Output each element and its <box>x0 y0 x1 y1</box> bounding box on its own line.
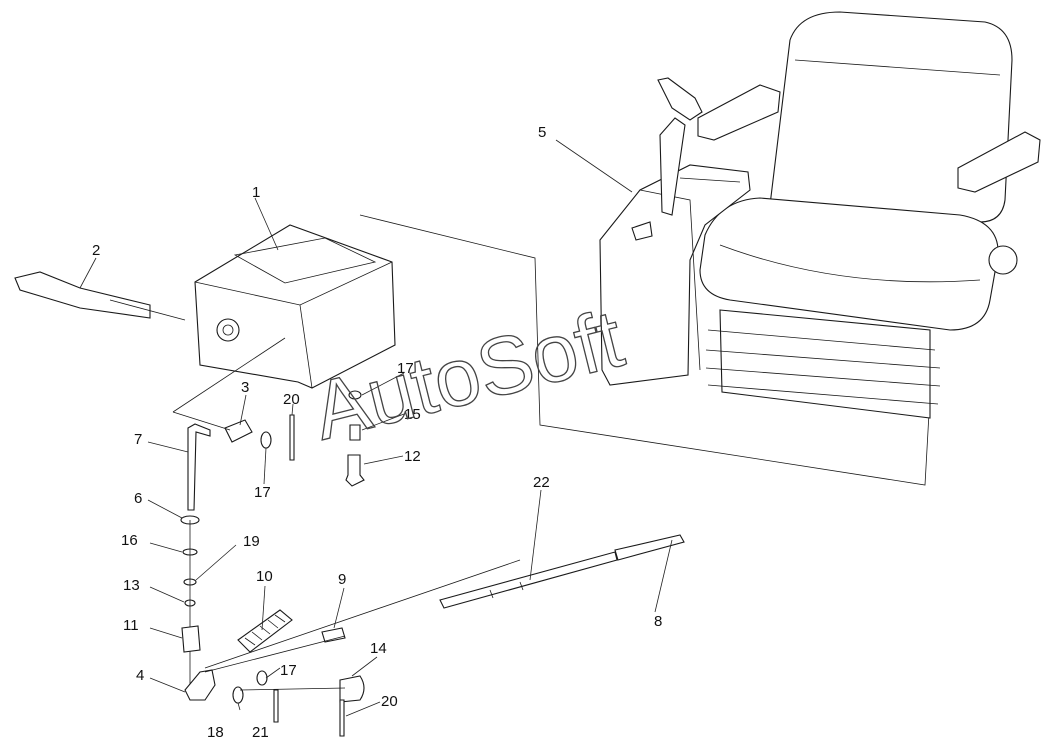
telescopic-rod <box>439 534 685 609</box>
leader-lines <box>79 139 673 717</box>
callout-19: 19 <box>243 533 260 550</box>
callout-17-mid: 17 <box>254 484 271 501</box>
callout-22: 22 <box>533 474 550 491</box>
callout-20-bottom: 20 <box>381 693 398 710</box>
callout-17-bottom: 17 <box>280 662 297 679</box>
callout-labels: 1 2 3 4 5 6 7 8 9 10 11 12 13 14 15 16 1… <box>92 124 662 741</box>
callout-8: 8 <box>654 613 662 630</box>
callout-18: 18 <box>207 724 224 741</box>
callout-1: 1 <box>252 184 260 201</box>
callout-17-top: 17 <box>397 360 414 377</box>
callout-12: 12 <box>404 448 421 465</box>
seat-assembly <box>359 11 1041 486</box>
callout-6: 6 <box>134 490 142 507</box>
callout-13: 13 <box>123 577 140 594</box>
callout-11: 11 <box>123 617 139 634</box>
callout-7: 7 <box>134 431 142 448</box>
handle-lever <box>14 271 186 321</box>
callout-20-top: 20 <box>283 391 300 408</box>
mounting-bracket-box <box>194 224 396 389</box>
callout-16: 16 <box>121 532 138 549</box>
callout-4: 4 <box>136 667 144 684</box>
callout-3: 3 <box>241 379 249 396</box>
callout-14: 14 <box>370 640 387 657</box>
callout-2: 2 <box>92 242 100 259</box>
callout-10: 10 <box>256 568 273 585</box>
callout-9: 9 <box>338 571 346 588</box>
callout-21: 21 <box>252 724 269 741</box>
callout-15: 15 <box>404 406 421 423</box>
linkage-parts <box>172 337 521 737</box>
callout-5: 5 <box>538 124 546 141</box>
